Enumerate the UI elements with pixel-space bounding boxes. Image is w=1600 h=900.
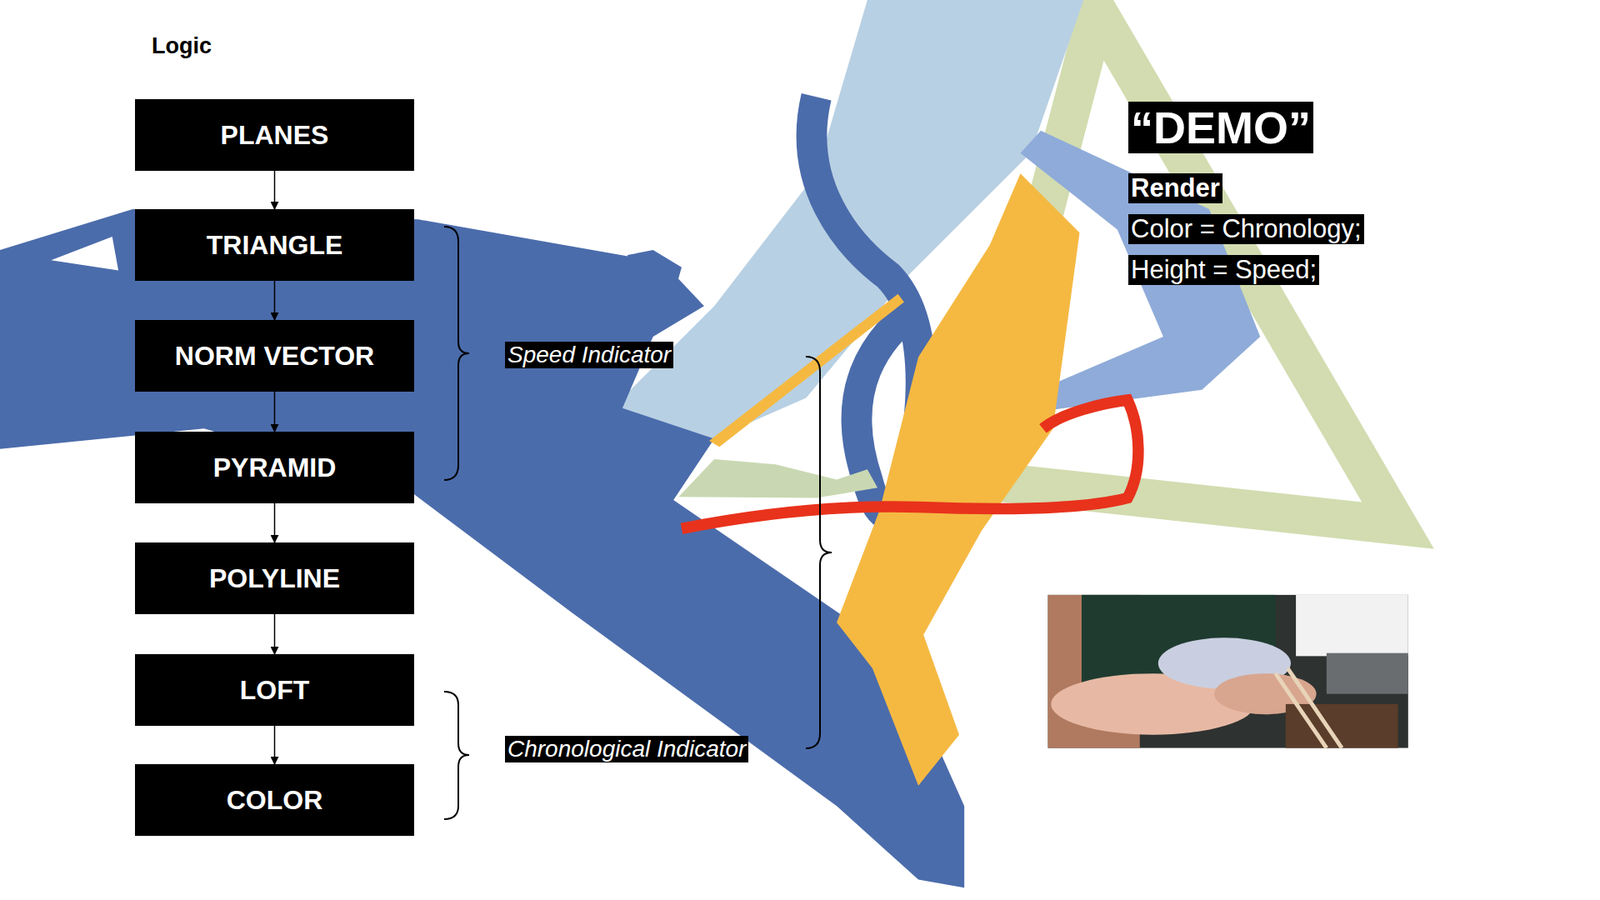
green-patch xyxy=(678,459,878,499)
bracket xyxy=(444,226,470,480)
box-label: COLOR xyxy=(226,785,324,816)
box-label: PLANES xyxy=(220,120,330,151)
orange-band xyxy=(836,173,1080,786)
blue-shape xyxy=(0,209,965,888)
box-label: TRIANGLE xyxy=(206,230,344,261)
flow-arrow xyxy=(274,725,276,765)
blue-shape-hole xyxy=(50,236,119,270)
indicator-label: Chronological Indicator xyxy=(505,735,749,763)
box-label: NORM VECTOR xyxy=(175,340,375,372)
render-note: Color = Chronology; xyxy=(1128,214,1365,245)
process-box: COLOR xyxy=(135,764,415,836)
box-label: PYRAMID xyxy=(213,452,337,484)
bracket xyxy=(444,691,470,820)
process-box: POLYLINE xyxy=(135,542,415,615)
box-label: LOFT xyxy=(240,675,310,706)
video-thumbnail xyxy=(1048,595,1409,749)
flow-arrow xyxy=(274,391,276,432)
blue-fin xyxy=(627,250,682,296)
process-box: TRIANGLE xyxy=(135,209,415,281)
box-label: POLYLINE xyxy=(209,563,340,595)
bracket xyxy=(805,356,832,749)
orange-strip xyxy=(709,294,905,448)
slide-title: Logic xyxy=(151,33,212,60)
process-box: LOFT xyxy=(135,654,415,726)
process-box: NORM VECTOR xyxy=(135,320,415,392)
render-heading: Render xyxy=(1128,173,1223,204)
flow-arrow xyxy=(274,503,276,543)
flow-arrow xyxy=(274,280,276,320)
render-note: Height = Speed; xyxy=(1128,255,1320,285)
process-box: PYRAMID xyxy=(135,431,415,504)
process-box: PLANES xyxy=(135,99,415,171)
indicator-label: Speed Indicator xyxy=(505,341,674,369)
flow-arrow xyxy=(274,614,276,655)
red-ribbon xyxy=(681,400,1139,529)
demo-heading: “DEMO” xyxy=(1128,101,1314,154)
flow-arrow xyxy=(274,170,276,210)
